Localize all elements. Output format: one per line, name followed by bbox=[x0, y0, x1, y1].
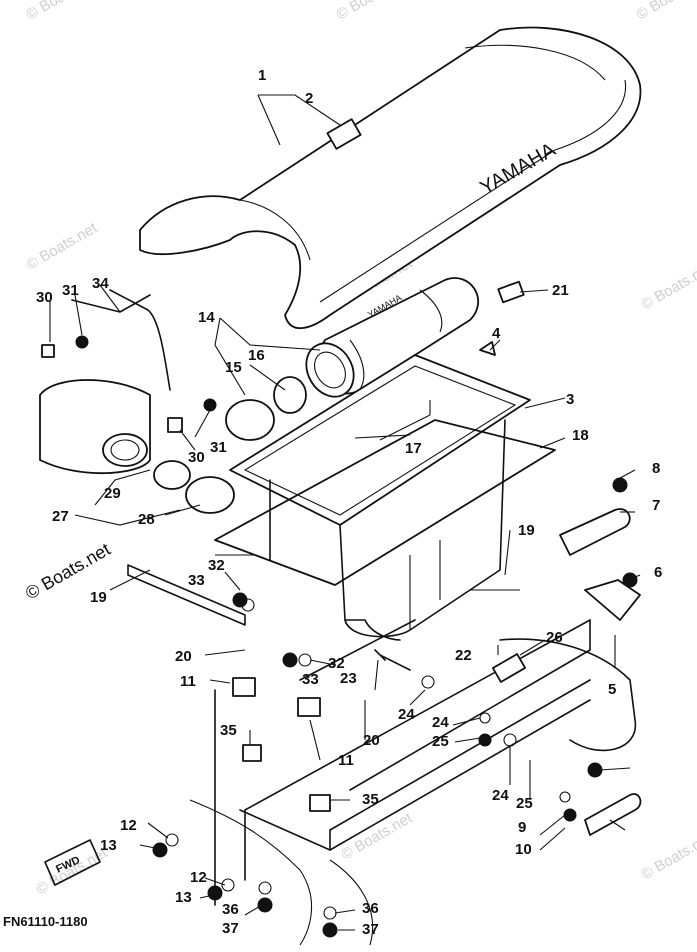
label-part-27: 27 bbox=[52, 508, 69, 525]
label-part-8: 8 bbox=[652, 460, 660, 477]
part-labels: 1 2 3 4 5 6 7 8 9 10 11 11 12 12 13 13 1… bbox=[36, 67, 662, 938]
seat: YAMAHA bbox=[139, 26, 642, 330]
label-part-17: 17 bbox=[405, 440, 422, 457]
label-part-7: 7 bbox=[652, 497, 660, 514]
label-part-15: 15 bbox=[225, 359, 242, 376]
label-part-5: 5 bbox=[608, 681, 616, 698]
watermark: © Boats.net bbox=[634, 0, 697, 23]
label-part-31a: 31 bbox=[62, 282, 79, 299]
label-part-2: 2 bbox=[305, 90, 313, 107]
label-part-35a: 35 bbox=[220, 722, 237, 739]
label-part-12a: 12 bbox=[120, 817, 137, 834]
label-part-19b: 19 bbox=[90, 589, 107, 606]
label-part-34: 34 bbox=[92, 275, 109, 292]
label-part-19a: 19 bbox=[518, 522, 535, 539]
airbox-assembly bbox=[39, 289, 307, 514]
leader-lines bbox=[49, 94, 641, 931]
label-part-22: 22 bbox=[455, 647, 472, 664]
watermark: © Boats.net bbox=[24, 219, 101, 273]
label-part-23: 23 bbox=[340, 670, 357, 687]
label-part-9: 9 bbox=[518, 819, 526, 836]
watermark: © Boats.net bbox=[639, 259, 697, 313]
label-part-24c: 24 bbox=[492, 787, 509, 804]
label-part-16: 16 bbox=[248, 347, 265, 364]
label-part-29: 29 bbox=[104, 485, 121, 502]
label-part-13a: 13 bbox=[100, 837, 117, 854]
label-part-11a: 11 bbox=[180, 673, 196, 690]
label-part-36a: 36 bbox=[222, 901, 239, 918]
label-part-20a: 20 bbox=[175, 648, 192, 665]
label-part-33b: 33 bbox=[302, 671, 319, 688]
hardware: FWD bbox=[41, 280, 642, 938]
label-part-13b: 13 bbox=[175, 889, 192, 906]
label-part-12b: 12 bbox=[190, 869, 207, 886]
label-part-36b: 36 bbox=[362, 900, 379, 917]
label-part-30b: 30 bbox=[188, 449, 205, 466]
label-part-25b: 25 bbox=[516, 795, 533, 812]
watermark: © Boats.net bbox=[334, 0, 411, 23]
label-part-1: 1 bbox=[258, 67, 266, 84]
label-part-18: 18 bbox=[572, 427, 589, 444]
label-part-11b: 11 bbox=[338, 752, 354, 769]
label-part-20b: 20 bbox=[363, 732, 380, 749]
label-part-10: 10 bbox=[515, 841, 532, 858]
label-part-3: 3 bbox=[566, 391, 574, 408]
watermark: © Boats.net bbox=[639, 829, 697, 883]
label-part-21: 21 bbox=[552, 282, 569, 299]
label-part-33a: 33 bbox=[188, 572, 205, 589]
storage-box bbox=[214, 354, 556, 641]
label-part-32a: 32 bbox=[208, 557, 225, 574]
label-part-32b: 32 bbox=[328, 655, 345, 672]
watermark: © Boats.net bbox=[24, 0, 101, 23]
label-part-31b: 31 bbox=[210, 439, 227, 456]
label-part-24a: 24 bbox=[398, 706, 415, 723]
label-part-30a: 30 bbox=[36, 289, 53, 306]
label-part-26: 26 bbox=[546, 629, 563, 646]
label-part-28: 28 bbox=[138, 511, 155, 528]
label-part-25a: 25 bbox=[432, 733, 449, 750]
label-part-37a: 37 bbox=[222, 920, 239, 937]
figure-code: FN61110-1180 bbox=[3, 914, 88, 929]
watermark: © Boats.net bbox=[339, 809, 416, 863]
label-part-4: 4 bbox=[492, 325, 501, 342]
label-part-37b: 37 bbox=[362, 921, 379, 938]
label-part-24b: 24 bbox=[432, 714, 449, 731]
lower-frame bbox=[127, 554, 637, 946]
label-part-14: 14 bbox=[198, 309, 215, 326]
label-part-35b: 35 bbox=[362, 791, 379, 808]
label-part-6: 6 bbox=[654, 564, 662, 581]
